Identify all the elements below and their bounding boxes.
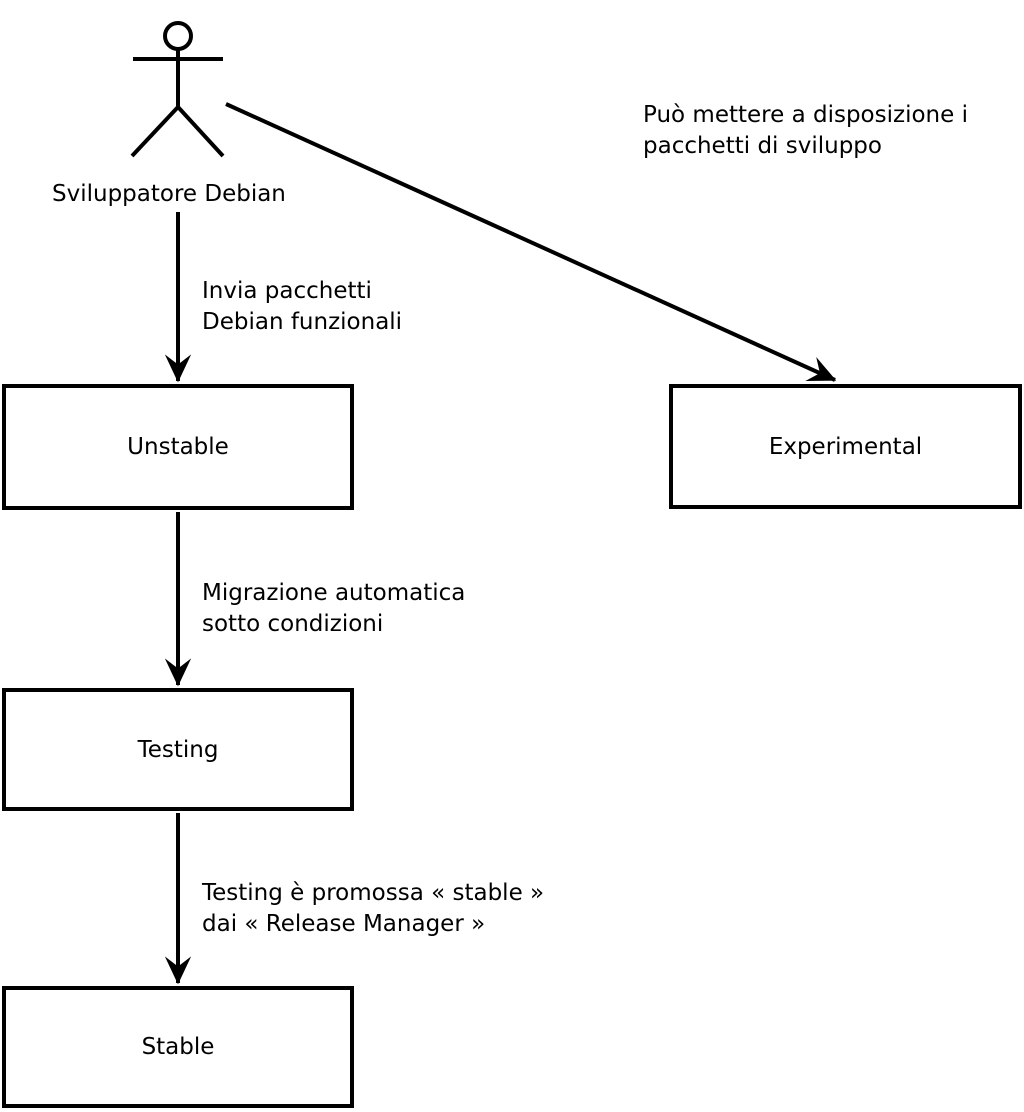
- node-stable-label: Stable: [141, 1034, 215, 1060]
- node-testing: Testing: [2, 688, 354, 811]
- node-unstable-label: Unstable: [127, 434, 229, 460]
- edge-label-unstable-to-testing: Migrazione automatica sotto condizioni: [202, 578, 465, 640]
- actor-leg-left: [130, 105, 180, 158]
- node-unstable: Unstable: [2, 384, 354, 510]
- edge-label-actor-to-experimental: Può mettere a disposizione i pacchetti d…: [643, 100, 968, 162]
- edge-label-actor-to-unstable: Invia pacchetti Debian funzionali: [202, 276, 402, 338]
- edge-actor-to-experimental-arrow: [225, 102, 837, 382]
- edge-label-line: Può mettere a disposizione i: [643, 102, 968, 128]
- node-experimental-label: Experimental: [768, 433, 923, 460]
- edge-label-line: Debian funzionali: [202, 309, 403, 335]
- actor-leg-right: [176, 105, 225, 158]
- node-stable: Stable: [2, 986, 354, 1108]
- edge-label-line: sotto condizioni: [202, 611, 384, 637]
- actor-label: Sviluppatore Debian: [52, 181, 286, 207]
- edge-label-line: pacchetti di sviluppo: [643, 133, 882, 159]
- node-testing-label: Testing: [137, 736, 219, 763]
- edge-label-line: Migrazione automatica: [202, 580, 466, 606]
- edge-label-line: Testing è promossa « stable »: [202, 880, 545, 906]
- node-experimental: Experimental: [669, 384, 1022, 509]
- edge-label-line: Invia pacchetti: [202, 278, 372, 304]
- actor-stick-figure-icon: [130, 21, 225, 158]
- actor-head: [163, 21, 193, 51]
- edge-label-testing-to-stable: Testing è promossa « stable » dai « Rele…: [202, 878, 544, 940]
- edge-label-line: dai « Release Manager »: [202, 911, 486, 937]
